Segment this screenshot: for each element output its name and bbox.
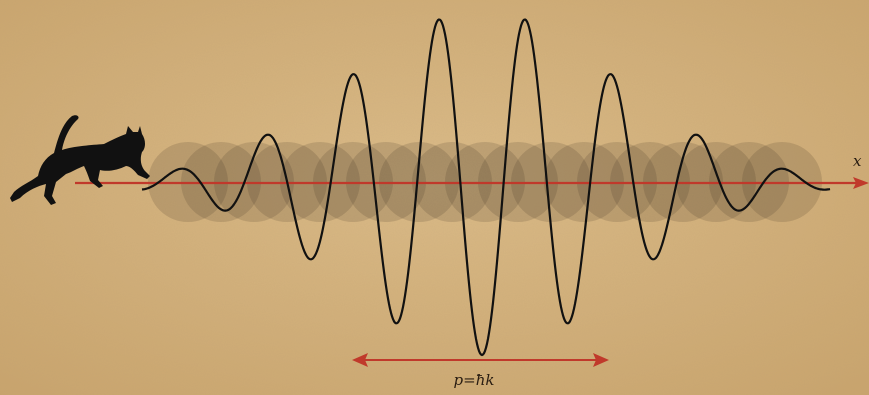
wave-packet-curve: [141, 18, 831, 357]
momentum-label: p=ħk: [454, 371, 495, 389]
x-axis-arrowhead: [853, 177, 869, 189]
x-axis-label: x: [853, 152, 862, 170]
momentum-arrow-left-head: [352, 353, 368, 367]
cat-silhouette-icon: [10, 115, 150, 205]
momentum-arrow-right-head: [593, 353, 609, 367]
